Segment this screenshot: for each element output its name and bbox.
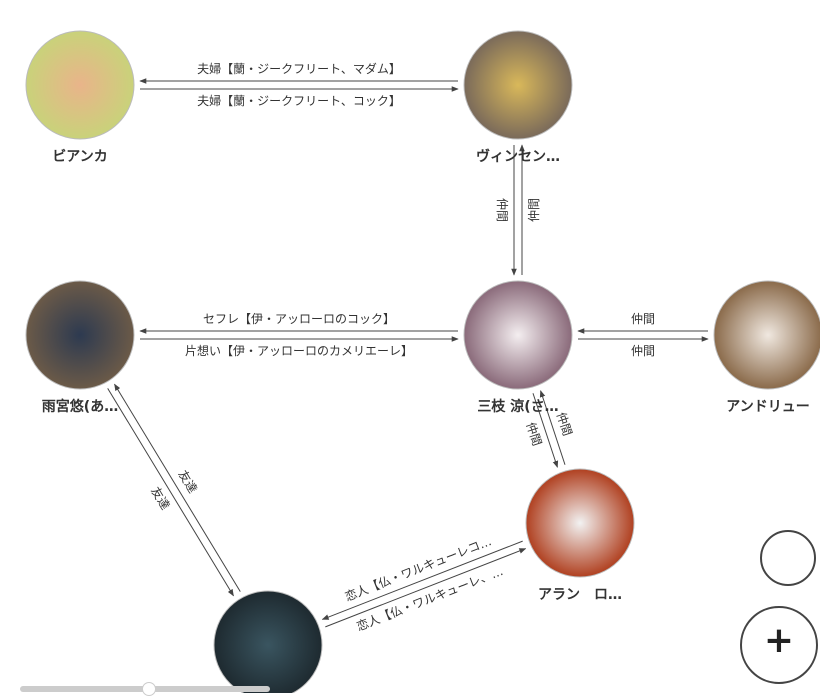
node-alan[interactable]: アラン ロ… [525,468,635,603]
node-label: ビアンカ [52,149,107,165]
plus-icon: + [763,620,795,661]
edge-line[interactable] [107,388,234,597]
edge-label: 仲間 [527,198,541,222]
avatar[interactable] [213,590,323,693]
edge-line[interactable] [114,383,241,592]
edge-label: セフレ【伊・アッローロのコック】 [203,312,395,326]
edge-label: 片想い【伊・アッローロのカメリエーレ】 [185,343,413,358]
edge-label: 仲間 [631,312,655,326]
zoom-in-button[interactable]: + [740,606,818,684]
node-label: ヴィンセン… [476,148,560,165]
node-label: 雨宮悠(あ… [42,398,118,415]
avatar[interactable] [525,468,635,578]
avatar[interactable] [463,280,573,390]
node-amemiya[interactable]: 雨宮悠(あ… [25,280,135,415]
edge-label: 恋人【仏・ワルキューレコ… [343,533,494,604]
edge-label: 夫婦【蘭・ジークフリート、コック】 [197,93,401,108]
node-andrew[interactable]: アンドリュー [713,280,820,415]
avatar[interactable] [25,280,135,390]
zoom-slider-handle[interactable] [142,682,156,696]
node-bottom[interactable] [213,590,323,693]
edge-label: 仲間 [631,344,655,358]
node-label: アンドリュー [726,399,809,415]
edge-line[interactable] [539,390,566,465]
edge-line[interactable] [325,548,527,628]
edge-line[interactable] [532,393,559,468]
zoom-slider[interactable] [20,682,270,696]
fit-button[interactable] [760,530,816,586]
edge-label: 仲間 [523,420,544,447]
edge-line[interactable] [321,540,523,620]
node-label: アラン ロ… [538,587,622,603]
node-saegusa[interactable]: 三枝 涼(さ… [463,280,573,415]
node-vincent[interactable]: ヴィンセン… [463,30,573,165]
node-bianca[interactable]: ビアンカ [25,30,135,165]
avatar[interactable] [713,280,820,390]
avatar[interactable] [463,30,573,140]
avatar[interactable] [25,30,135,140]
edge-label: 夫婦【蘭・ジークフリート、マダム】 [197,61,401,76]
node-label: 三枝 涼(さ… [477,398,558,415]
edge-label: 仲間 [495,198,509,222]
